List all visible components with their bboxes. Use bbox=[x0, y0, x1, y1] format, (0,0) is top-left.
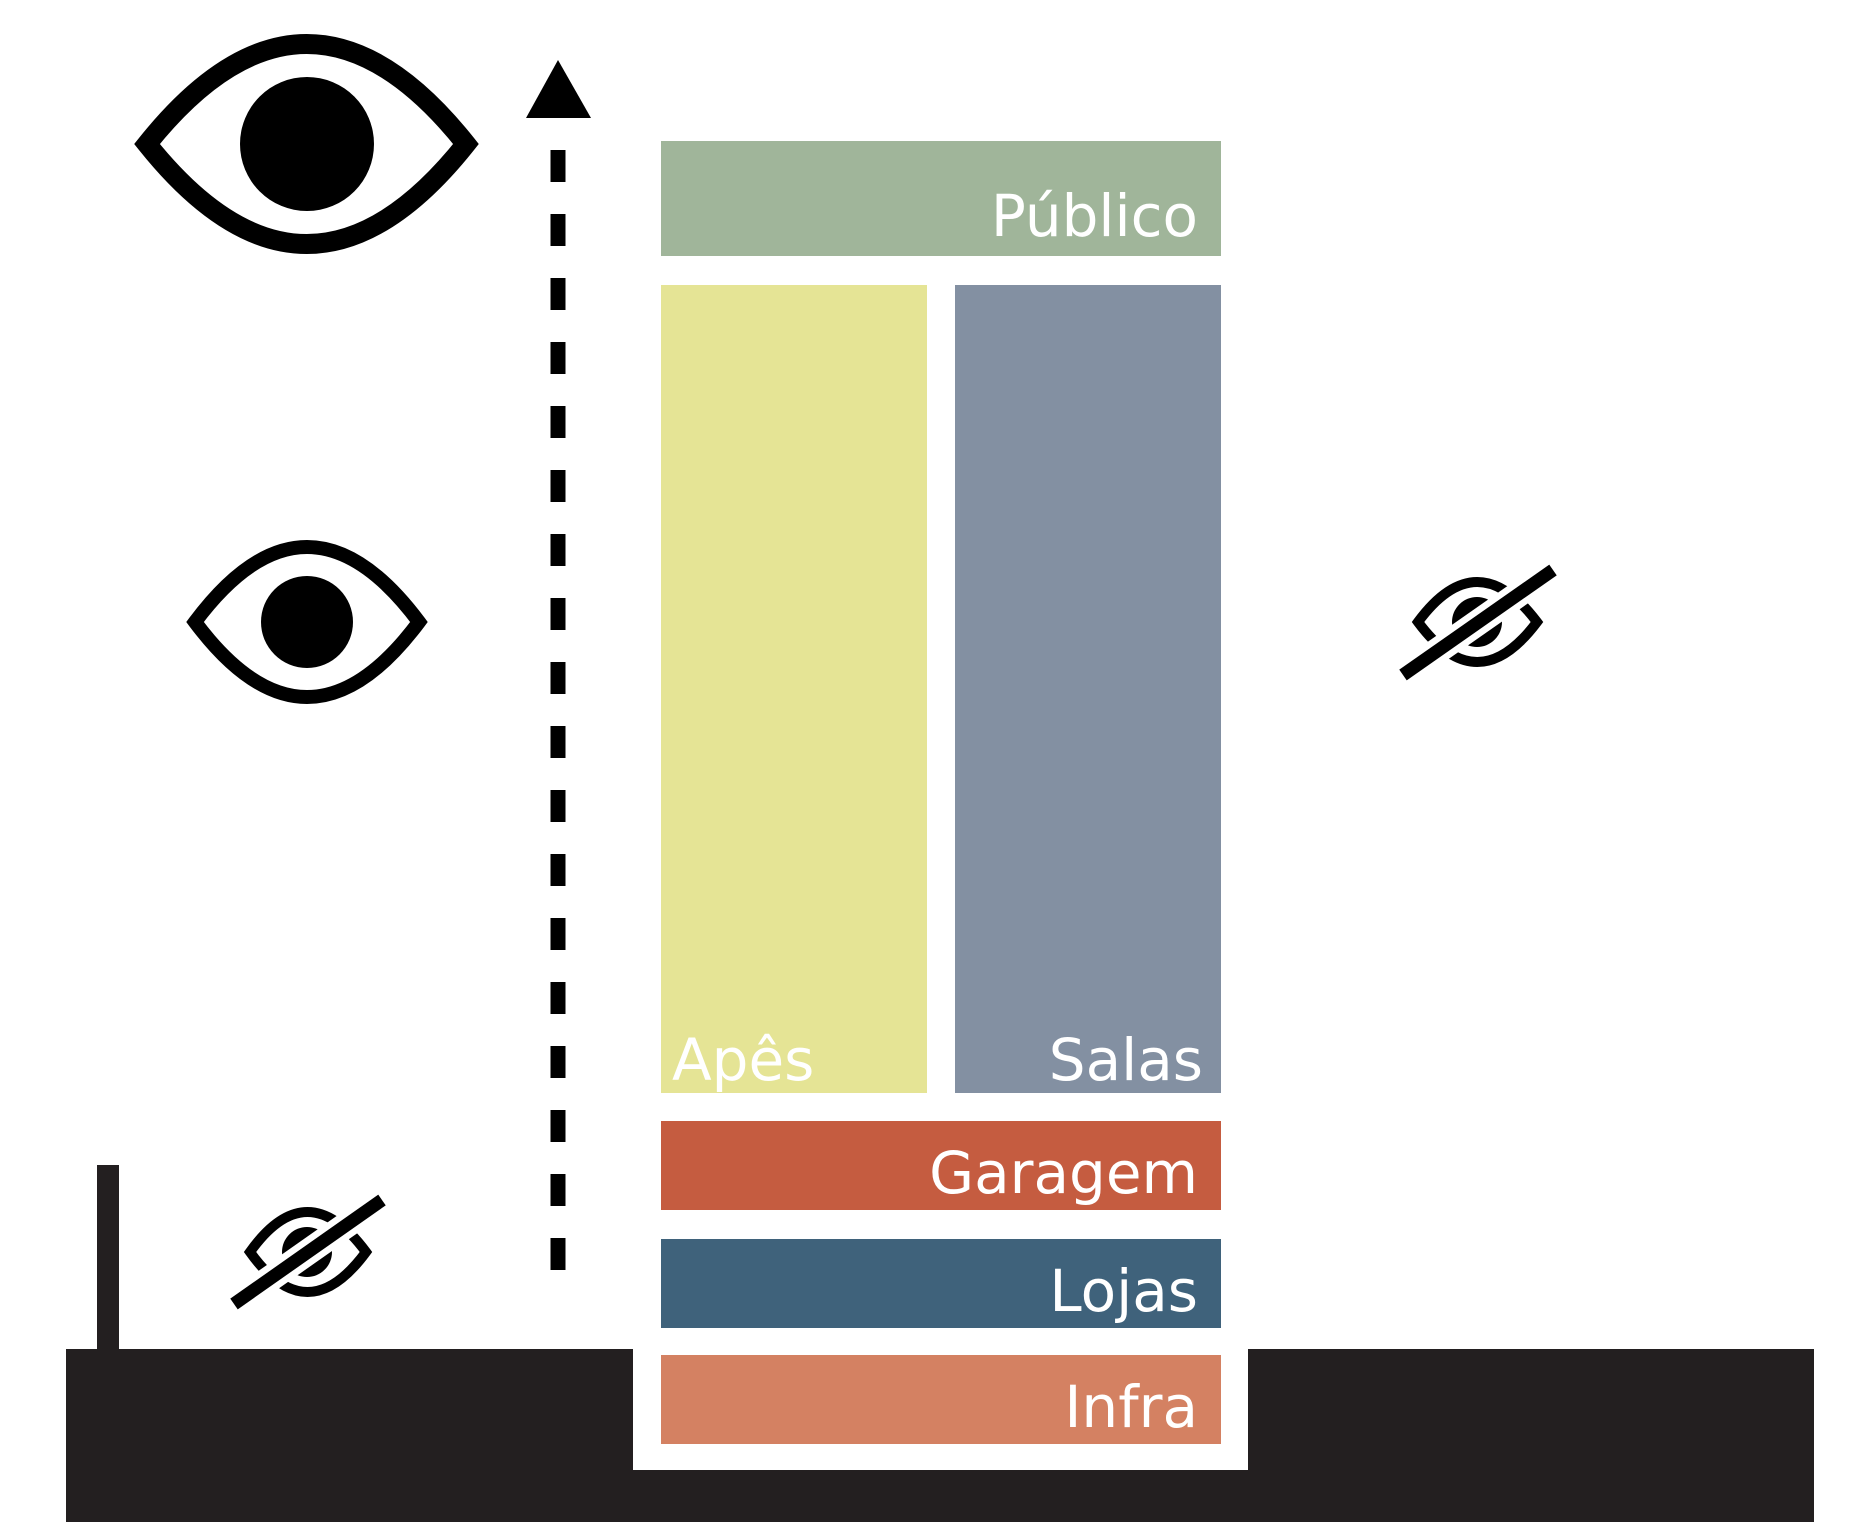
eye-icon bbox=[186, 540, 428, 704]
arrow-up-dashed-icon bbox=[526, 60, 591, 1270]
eye-pupil bbox=[261, 576, 353, 668]
eye-icon bbox=[134, 34, 479, 254]
ground-left bbox=[66, 1349, 633, 1522]
ground bbox=[66, 1165, 1814, 1522]
label-salas: Salas bbox=[1049, 1026, 1203, 1094]
eye-slash-bar bbox=[1399, 564, 1557, 681]
eye-slash-icon bbox=[1395, 559, 1561, 686]
label-infra: Infra bbox=[1064, 1373, 1198, 1441]
arrow-head bbox=[526, 60, 591, 118]
label-lojas: Lojas bbox=[1049, 1257, 1198, 1325]
label-publico: Público bbox=[991, 182, 1198, 250]
ground-right bbox=[1248, 1349, 1814, 1522]
eye-slash-icon bbox=[226, 1189, 390, 1315]
label-apes: Apês bbox=[672, 1026, 814, 1094]
label-garagem: Garagem bbox=[929, 1139, 1198, 1207]
block-apes bbox=[661, 285, 927, 1093]
block-salas bbox=[955, 285, 1221, 1093]
eye-slash-bar bbox=[230, 1194, 386, 1310]
block-lojas bbox=[661, 1239, 1221, 1328]
ground-post bbox=[97, 1165, 119, 1351]
block-publico bbox=[661, 141, 1221, 256]
ground-under-pit bbox=[633, 1470, 1248, 1522]
block-infra bbox=[661, 1355, 1221, 1444]
eye-pupil bbox=[240, 77, 374, 211]
building-stack: Público Apês Salas Garagem Lojas Infra bbox=[661, 141, 1221, 1444]
block-garagem bbox=[661, 1121, 1221, 1210]
